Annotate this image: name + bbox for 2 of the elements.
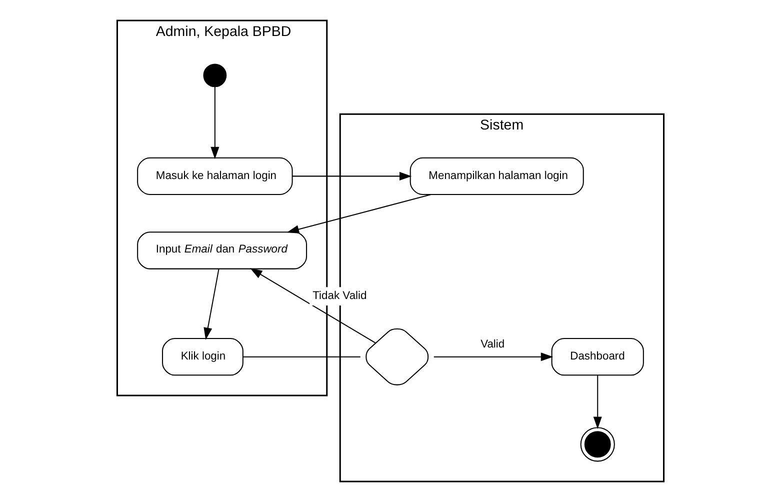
edge-label: Valid <box>480 338 505 350</box>
edge-label: Tidak Valid <box>312 290 367 302</box>
